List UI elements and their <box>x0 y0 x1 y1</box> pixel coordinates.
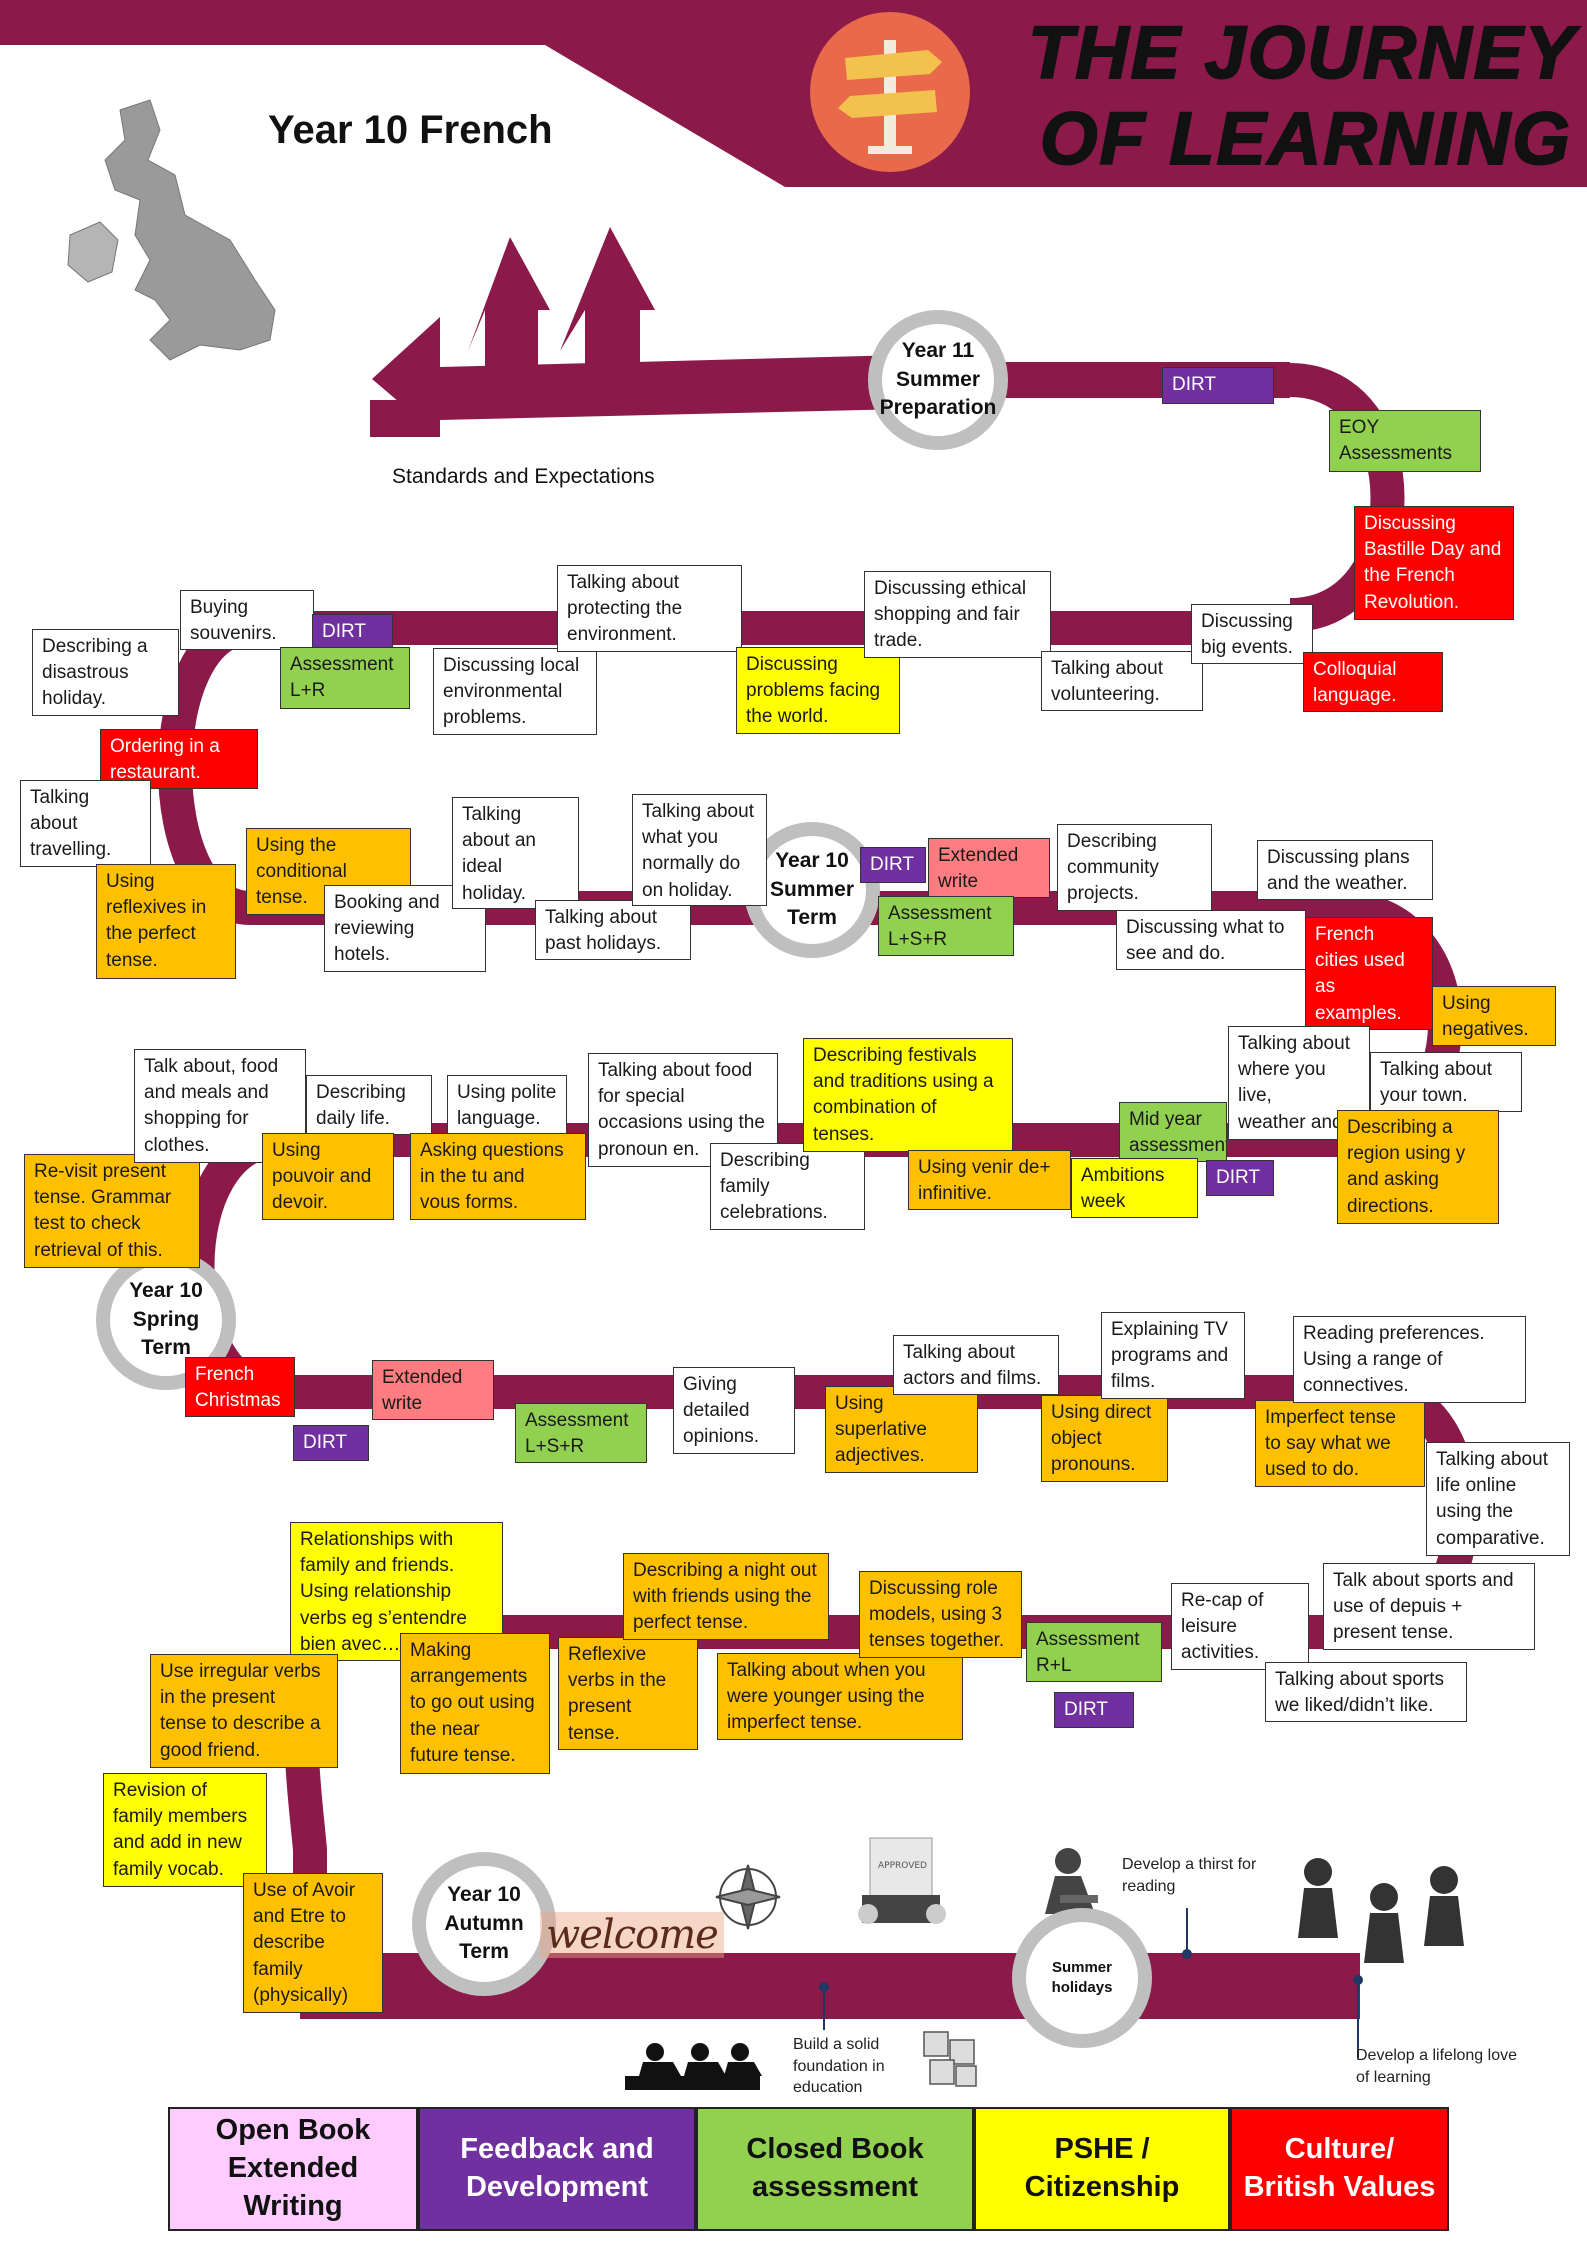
row3-restaurant: Ordering in a restaurant. <box>100 729 258 789</box>
row3-community: Describing community projects. <box>1057 824 1212 911</box>
row5-imperfect-used: Imperfect tense to say what we used to d… <box>1255 1400 1425 1487</box>
signpost-icon <box>838 40 942 154</box>
row3-ideal-holiday: Talking about an ideal holiday. <box>452 797 579 909</box>
row3-dirt: DIRT <box>860 847 926 883</box>
row6-assessment: Assessment R+L <box>1026 1622 1162 1682</box>
row1-dirt: DIRT <box>1162 367 1274 404</box>
row3-negatives: Using negatives. <box>1432 986 1556 1046</box>
walking-people-icon <box>1298 1858 1464 1963</box>
standards-label: Standards and Expectations <box>392 465 655 488</box>
row3-reflexives: Using reflexives in the perfect tense. <box>96 864 236 979</box>
row6-night-out: Describing a night out with friends usin… <box>623 1553 829 1640</box>
row4-venir: Using venir de+ infinitive. <box>908 1150 1071 1210</box>
row5-direct-object: Using direct object pronouns. <box>1041 1395 1168 1482</box>
row6-sports-liked: Talking about sports we liked/didn’t lik… <box>1265 1662 1467 1722</box>
legend-feedback: Feedback and Development <box>418 2107 696 2231</box>
reading-person-icon <box>1045 1848 1098 1914</box>
approved-stamp-text: APPROVED <box>878 1861 927 1871</box>
title-line-2: OF LEARNING <box>1039 97 1572 180</box>
row2-disastrous-holiday: Describing a disastrous holiday. <box>32 629 179 716</box>
row3-normally: Talking about what you normally do on ho… <box>632 794 767 906</box>
row4-festivals: Describing festivals and traditions usin… <box>803 1038 1013 1152</box>
row2-assessment: Assessment L+R <box>280 647 410 709</box>
row5-french-christmas: French Christmas <box>185 1357 295 1417</box>
row2-ethical-shopping: Discussing ethical shopping and fair tra… <box>864 571 1051 658</box>
term-y11-summer: Year 11 Summer Preparation <box>868 310 1008 450</box>
row3-see-do: Discussing what to see and do. <box>1116 910 1306 970</box>
row2-colloquial: Colloquial language. <box>1303 652 1443 712</box>
row7-family-vocab: Revision of family members and add in ne… <box>103 1773 267 1887</box>
row5-dirt: DIRT <box>293 1425 369 1461</box>
row2-local-environment: Discussing local environmental problems. <box>433 648 597 735</box>
row4-daily-life: Describing daily life. <box>306 1075 432 1135</box>
welcome-graphic: welcome <box>540 1912 724 1958</box>
row4-pouvoir: Using pouvoir and devoir. <box>262 1133 394 1220</box>
row5-reading: Reading preferences. Using a range of co… <box>1293 1316 1526 1403</box>
row2-volunteering: Talking about volunteering. <box>1041 651 1203 711</box>
row1-bastille: Discussing Bastille Day and the French R… <box>1354 506 1514 620</box>
row2-big-events: Discussing big events. <box>1191 604 1313 664</box>
note-lifelong: Develop a lifelong love of learning <box>1356 2047 1517 2086</box>
row3-extended-write: Extended write <box>928 838 1050 898</box>
row4-region: Describing a region using y and asking d… <box>1337 1110 1499 1224</box>
approved-stamp-icon: APPROVED <box>858 1837 946 1924</box>
title-line-1: THE JOURNEY <box>1027 11 1577 94</box>
compass-icon <box>715 1864 781 1930</box>
row3-plans-weather: Discussing plans and the weather. <box>1257 840 1433 900</box>
students-silhouette-icon <box>625 2043 762 2090</box>
row6-irregular-verbs: Use irregular verbs in the present tense… <box>150 1654 338 1768</box>
row5-superlative: Using superlative adjectives. <box>825 1386 978 1473</box>
road-pins <box>819 1908 1363 2058</box>
row4-mid-year: Mid year assessment <box>1119 1102 1227 1162</box>
row6-younger: Talking about when you were younger usin… <box>717 1653 963 1740</box>
row2-protecting-environment: Talking about protecting the environment… <box>557 565 742 652</box>
legend-closed-book: Closed Book assessment <box>696 2107 974 2231</box>
row5-extended-write: Extended write <box>372 1360 494 1420</box>
row5-tv: Explaining TV programs and films. <box>1101 1312 1245 1399</box>
legend-pshe: PSHE / Citizenship <box>974 2107 1230 2231</box>
row3-past-holidays: Talking about past holidays. <box>535 900 691 960</box>
row6-leisure: Re-cap of leisure activities. <box>1171 1583 1309 1670</box>
row6-dirt: DIRT <box>1054 1692 1134 1728</box>
row3-travelling: Talking about travelling. <box>20 780 151 867</box>
page-title: Year 10 French <box>268 108 553 152</box>
uk-map <box>67 99 276 361</box>
note-foundation: Build a solid foundation in education <box>793 2036 885 2097</box>
row7-avoir-etre: Use of Avoir and Etre to describe family… <box>243 1873 383 2013</box>
term-summer-holidays: Summer holidays <box>1012 1908 1152 2048</box>
row5-opinions: Giving detailed opinions. <box>673 1367 795 1454</box>
row4-revisit-present: Re-visit present tense. Grammar test to … <box>24 1154 200 1268</box>
row2-problems-world: Discussing problems facing the world. <box>736 647 900 734</box>
row4-your-town: Talking about your town. <box>1370 1052 1522 1112</box>
row6-reflexive-present: Reflexive verbs in the present tense. <box>558 1637 698 1750</box>
row2-dirt: DIRT <box>312 614 393 648</box>
legend-open-book: Open Book Extended Writing <box>168 2107 418 2231</box>
top-arrow <box>370 227 990 437</box>
row4-ambitions: Ambitions week <box>1071 1158 1198 1218</box>
row4-dirt: DIRT <box>1206 1160 1274 1196</box>
term-y10-autumn: Year 10 Autumn Term <box>412 1852 556 1996</box>
row2-souvenirs: Buying souvenirs. <box>180 590 314 650</box>
row4-family-celebrations: Describing family celebrations. <box>710 1143 865 1230</box>
row4-polite: Using polite language. <box>447 1075 567 1135</box>
row5-actors: Talking about actors and films. <box>893 1335 1059 1395</box>
header-band <box>0 0 1587 187</box>
row1-eoy-assessments: EOY Assessments <box>1329 410 1481 472</box>
row6-sports-depuis: Talk about sports and use of depuis + pr… <box>1323 1563 1535 1650</box>
row3-french-cities: French cities used as examples. <box>1305 917 1433 1030</box>
row6-arrangements: Making arrangements to go out using the … <box>400 1633 550 1774</box>
row5-assessment: Assessment L+S+R <box>515 1403 647 1463</box>
row6-relationships: Relationships with family and friends. U… <box>290 1522 503 1661</box>
toy-blocks-icon <box>923 2031 977 2087</box>
note-thirst: Develop a thirst for reading <box>1122 1856 1257 1895</box>
row5-comparative: Talking about life online using the comp… <box>1426 1442 1570 1556</box>
row3-assessment: Assessment L+S+R <box>878 896 1014 956</box>
row3-hotels: Booking and reviewing hotels. <box>324 885 486 972</box>
row6-role-models: Discussing role models, using 3 tenses t… <box>859 1571 1022 1658</box>
legend-culture: Culture/ British Values <box>1230 2107 1449 2231</box>
row4-questions: Asking questions in the tu and vous form… <box>410 1133 586 1220</box>
